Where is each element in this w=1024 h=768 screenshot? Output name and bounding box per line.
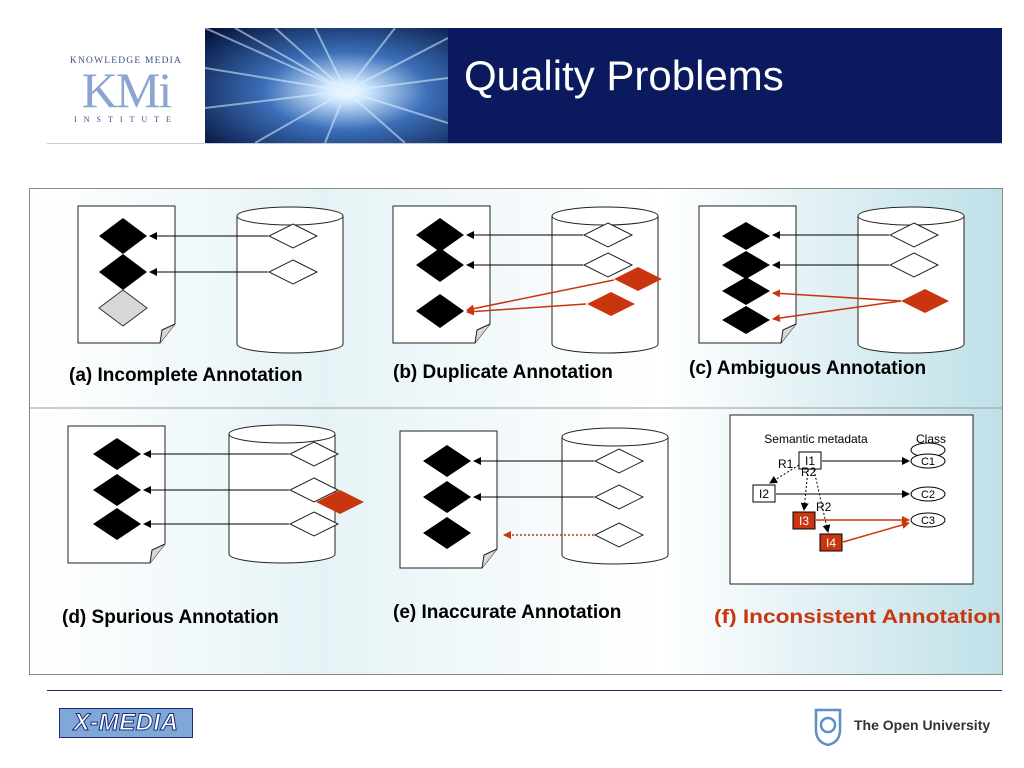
kmi-logo: KNOWLEDGE MEDIA KMi INSTITUTE bbox=[47, 28, 205, 143]
kmi-logo-bottom-text: INSTITUTE bbox=[74, 115, 178, 124]
ambiguous-entity-diamond bbox=[901, 289, 949, 313]
class-label-c3: C3 bbox=[921, 515, 935, 527]
annotation-problems-diagram: Semantic metadata Class I1 I2 I3 I4 C1 C… bbox=[29, 188, 1003, 675]
instance-label-i3: I3 bbox=[799, 514, 809, 528]
open-university-text: The Open University bbox=[854, 717, 991, 733]
annotation-diamond bbox=[99, 218, 147, 254]
open-university-logo: The Open University bbox=[814, 708, 1014, 748]
instance-box-i1 bbox=[798, 451, 822, 470]
class-ellipse-c1 bbox=[910, 453, 946, 469]
caption-spurious-annotation: (d) Spurious Annotation bbox=[62, 607, 279, 628]
kmi-logo-top-text: KNOWLEDGE MEDIA bbox=[69, 56, 183, 66]
slide-header: KNOWLEDGE MEDIA KMi INSTITUTE bbox=[47, 28, 1002, 143]
instance-box-i2 bbox=[752, 484, 776, 503]
caption-ambiguous-annotation: (c) Ambiguous Annotation bbox=[689, 358, 926, 379]
relation-label-r2-second: R2 bbox=[816, 500, 832, 514]
entity-diamond bbox=[267, 223, 319, 249]
duplicate-entity-diamond bbox=[614, 267, 662, 291]
instance-box-i4 bbox=[819, 533, 843, 552]
database-cylinder bbox=[236, 206, 344, 354]
kmi-logo-mark: KMi bbox=[81, 62, 172, 118]
instance-label-i2: I2 bbox=[759, 487, 769, 501]
relation-label-r2: R2 bbox=[801, 465, 817, 479]
annotation-diamond bbox=[99, 254, 147, 290]
header-light-streaks-image bbox=[205, 28, 448, 143]
spurious-entity-diamond bbox=[316, 490, 364, 514]
panel-inconsistent-annotation: Semantic metadata Class I1 I2 I3 I4 C1 C… bbox=[729, 414, 974, 585]
footer-divider bbox=[47, 690, 1002, 691]
missing-annotation-diamond bbox=[98, 289, 148, 327]
class-ellipse-c3 bbox=[910, 512, 946, 528]
caption-duplicate-annotation: (b) Duplicate Annotation bbox=[393, 362, 613, 383]
xmedia-logo-text: X-MEDIA bbox=[73, 709, 179, 737]
caption-incomplete-annotation: (a) Incomplete Annotation bbox=[69, 365, 303, 386]
inset-class-heading: Class bbox=[916, 432, 946, 446]
panel-duplicate-annotation bbox=[392, 205, 662, 354]
slide-title: Quality Problems bbox=[464, 52, 784, 99]
title-band: Quality Problems bbox=[448, 28, 1002, 143]
header-divider bbox=[47, 143, 1002, 144]
instance-box-i3 bbox=[792, 511, 816, 530]
instance-label-i4: I4 bbox=[826, 536, 836, 550]
relation-label-r1: R1 bbox=[778, 457, 794, 471]
panel-inaccurate-annotation bbox=[399, 427, 669, 569]
entity-diamond bbox=[267, 259, 319, 285]
instance-label-i1: I1 bbox=[805, 454, 815, 468]
xmedia-logo-background bbox=[59, 708, 193, 738]
class-label-c2: C2 bbox=[921, 489, 935, 501]
panel-incomplete-annotation bbox=[77, 205, 344, 354]
caption-inconsistent-annotation: (f) Inconsistent Annotation bbox=[714, 607, 1001, 628]
class-ellipse-c2 bbox=[910, 486, 946, 502]
open-university-shield-icon bbox=[814, 708, 842, 746]
caption-inaccurate-annotation: (e) Inaccurate Annotation bbox=[393, 602, 621, 623]
panel-ambiguous-annotation bbox=[698, 205, 965, 354]
duplicate-entity-diamond bbox=[587, 292, 635, 316]
xmedia-logo: X-MEDIA bbox=[59, 708, 193, 738]
class-label-c1: C1 bbox=[921, 456, 935, 468]
inset-semantic-metadata-heading: Semantic metadata bbox=[764, 432, 868, 446]
panel-spurious-annotation bbox=[67, 424, 364, 564]
